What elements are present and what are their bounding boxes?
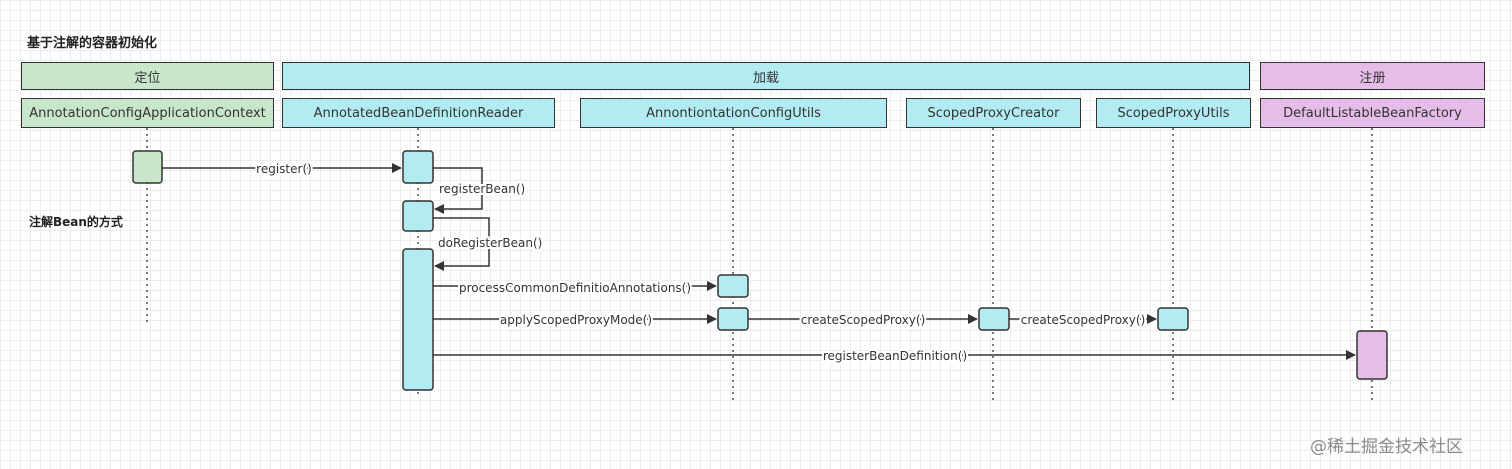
diagram-title: 基于注解的容器初始化 [27,36,158,51]
actor-scoped-proxy-utils: ScopedProxyUtils [1096,98,1251,128]
activation-context [132,150,163,184]
label-register: register() [256,162,312,176]
phase-register: 注册 [1260,62,1485,90]
label-register-bean-definition: registerBeanDefinition() [823,349,967,363]
activation-creator [978,307,1010,331]
label-process-common: processCommonDefinitioAnnotations() [459,281,691,295]
activation-utils-1 [717,274,749,298]
label-create-scoped-1: createScopedProxy() [801,313,926,327]
label-register-bean: registerBean() [439,182,525,196]
arrow-do-register-bean [433,217,490,271]
actor-config-utils: AnnontiontationConfigUtils [580,98,887,128]
phase-load: 加载 [282,62,1250,90]
actor-application-context: AnnotationConfigApplicationContext [21,98,274,128]
activation-reader-2 [402,200,434,232]
activation-factory [1356,330,1388,380]
label-do-register-bean: doRegisterBean() [438,236,542,250]
subnote-label: 注解Bean的方式 [29,215,123,229]
phase-locate: 定位 [21,62,274,90]
activation-reader-3 [402,248,434,391]
actor-bean-definition-reader: AnnotatedBeanDefinitionReader [282,98,555,128]
actor-scoped-proxy-creator: ScopedProxyCreator [906,98,1081,128]
activation-reader-1 [402,150,434,184]
activation-utils-2 [717,307,749,331]
watermark: @稀土掘金技术社区 [1310,437,1463,457]
actor-bean-factory: DefaultListableBeanFactory [1260,98,1485,128]
label-apply-scoped: applyScopedProxyMode() [500,313,652,327]
arrow-register-bean [433,167,483,214]
label-create-scoped-2: createScopedProxy() [1021,313,1146,327]
activation-proxy-utils [1157,307,1189,331]
